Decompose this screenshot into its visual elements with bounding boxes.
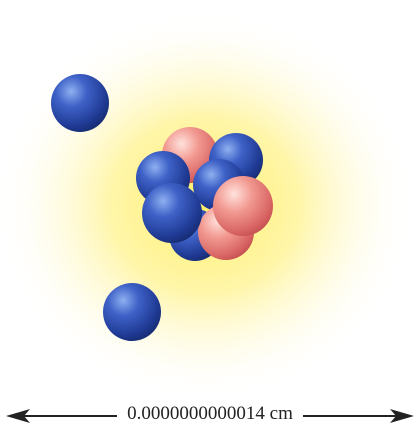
neutron (142, 183, 202, 243)
electron (51, 74, 109, 132)
scale-label: 0.0000000000014 cm (117, 403, 303, 424)
scale-label-wrap: 0.0000000000014 cm (0, 403, 420, 425)
atom-illustration (0, 10, 415, 396)
proton (213, 176, 273, 236)
right-arrow-icon (390, 409, 414, 423)
nucleus (136, 127, 273, 261)
left-arrow-icon (6, 409, 30, 423)
electron (103, 283, 161, 341)
